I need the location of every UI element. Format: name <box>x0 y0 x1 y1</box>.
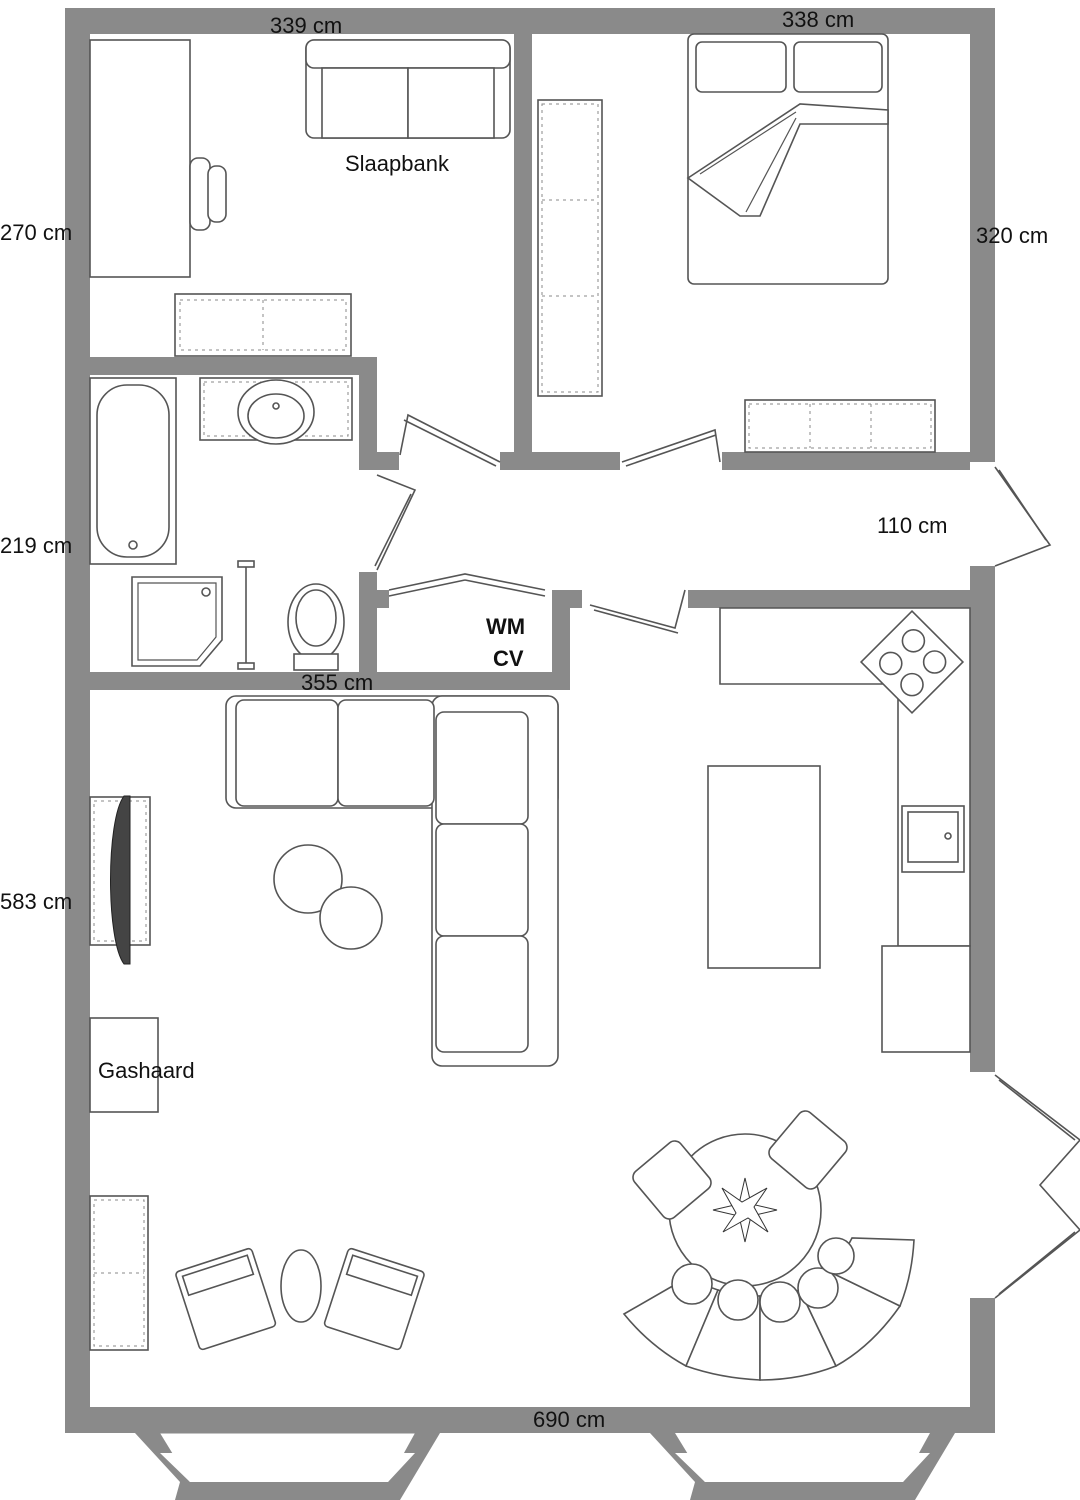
wall-right-lower <box>970 1298 995 1433</box>
bathtub <box>89 377 177 565</box>
sofa-bed <box>305 39 511 139</box>
walls <box>65 8 995 1500</box>
desk-chair <box>189 157 227 231</box>
tv-icon <box>110 795 131 965</box>
label-sofa-bed: Slaapbank <box>345 151 450 176</box>
coffee-table-2 <box>319 886 383 950</box>
wardrobe <box>537 99 603 397</box>
wall-bathroom-right-upper <box>359 357 377 470</box>
stove-icon <box>859 609 965 715</box>
wall-hall-top-1 <box>377 452 399 470</box>
study-furniture <box>89 39 511 357</box>
compass-star-icon <box>712 1177 778 1243</box>
wall-bathroom-bottom <box>90 672 570 690</box>
door-bathroom <box>376 474 417 571</box>
toilet <box>287 583 345 671</box>
living-furniture <box>89 695 559 1351</box>
door-bedroom <box>621 428 721 463</box>
towel-rail <box>237 560 255 670</box>
armchair-right <box>323 1247 425 1351</box>
label-utility-cv: CV <box>493 646 524 671</box>
dim-hall-right: 110 cm <box>877 513 948 538</box>
doors <box>374 413 1080 1299</box>
dresser <box>744 399 936 453</box>
wall-hall-top-3 <box>722 452 970 470</box>
wall-bottom <box>65 1407 995 1433</box>
wall-utility-right <box>552 590 570 690</box>
vanity-sink <box>199 377 353 445</box>
bedroom-furniture <box>537 33 936 453</box>
label-utility-wm: WM <box>486 614 525 639</box>
kitchen-sink-icon <box>901 805 965 873</box>
bay-window-left-glass <box>160 1433 415 1482</box>
kitchen-island <box>707 765 821 969</box>
corner-sofa <box>225 695 559 1067</box>
door-terrace <box>994 1074 1080 1299</box>
wall-hall-bottom-1 <box>377 590 389 608</box>
side-cabinet <box>89 1195 149 1351</box>
desk <box>89 39 191 278</box>
dim-top-right: 338 cm <box>782 7 854 32</box>
dim-bottom: 690 cm <box>533 1407 605 1432</box>
study-cabinet <box>174 293 352 357</box>
armchair-left <box>175 1247 277 1351</box>
kitchen-cabinet <box>881 945 971 1053</box>
wall-right-middle <box>970 566 995 1072</box>
door-living <box>589 589 686 629</box>
wall-hall-bottom-3 <box>688 590 970 608</box>
tv-cabinet <box>89 795 151 965</box>
dim-right-top: 320 cm <box>976 223 1048 248</box>
wall-bedroom-divider <box>514 34 532 470</box>
curved-seating <box>622 1237 915 1381</box>
dim-left-top: 270 cm <box>0 220 72 245</box>
shower <box>131 576 223 667</box>
dining-chair-1 <box>632 1140 712 1220</box>
wall-hall-top-2 <box>500 452 620 470</box>
bathroom-furniture <box>89 377 353 671</box>
gas-fireplace <box>89 1017 159 1113</box>
dim-top-left: 339 cm <box>270 13 342 38</box>
door-entrance <box>994 466 1052 567</box>
wall-top <box>65 8 995 34</box>
labels: 339 cm 338 cm 270 cm 320 cm 219 cm 110 c… <box>0 7 1048 1432</box>
wall-left <box>65 8 90 1433</box>
dining-furniture <box>622 1110 915 1381</box>
dim-left-mid: 219 cm <box>0 533 72 558</box>
wall-right-upper <box>970 8 995 462</box>
bay-window-right-glass <box>675 1433 930 1482</box>
dim-bathroom-bottom: 355 cm <box>301 670 373 695</box>
dining-chair-2 <box>768 1110 848 1190</box>
wall-study-bottom <box>90 357 377 375</box>
side-table-oval <box>280 1249 322 1323</box>
door-utility <box>388 573 546 591</box>
coffee-table-1 <box>273 844 343 914</box>
door-study <box>399 413 501 463</box>
dim-left-bottom: 583 cm <box>0 889 72 914</box>
wall-bathroom-right-lower <box>359 572 377 690</box>
kitchen-furniture <box>707 607 971 1053</box>
double-bed <box>686 33 889 285</box>
label-gas-fireplace: Gashaard <box>98 1058 195 1083</box>
